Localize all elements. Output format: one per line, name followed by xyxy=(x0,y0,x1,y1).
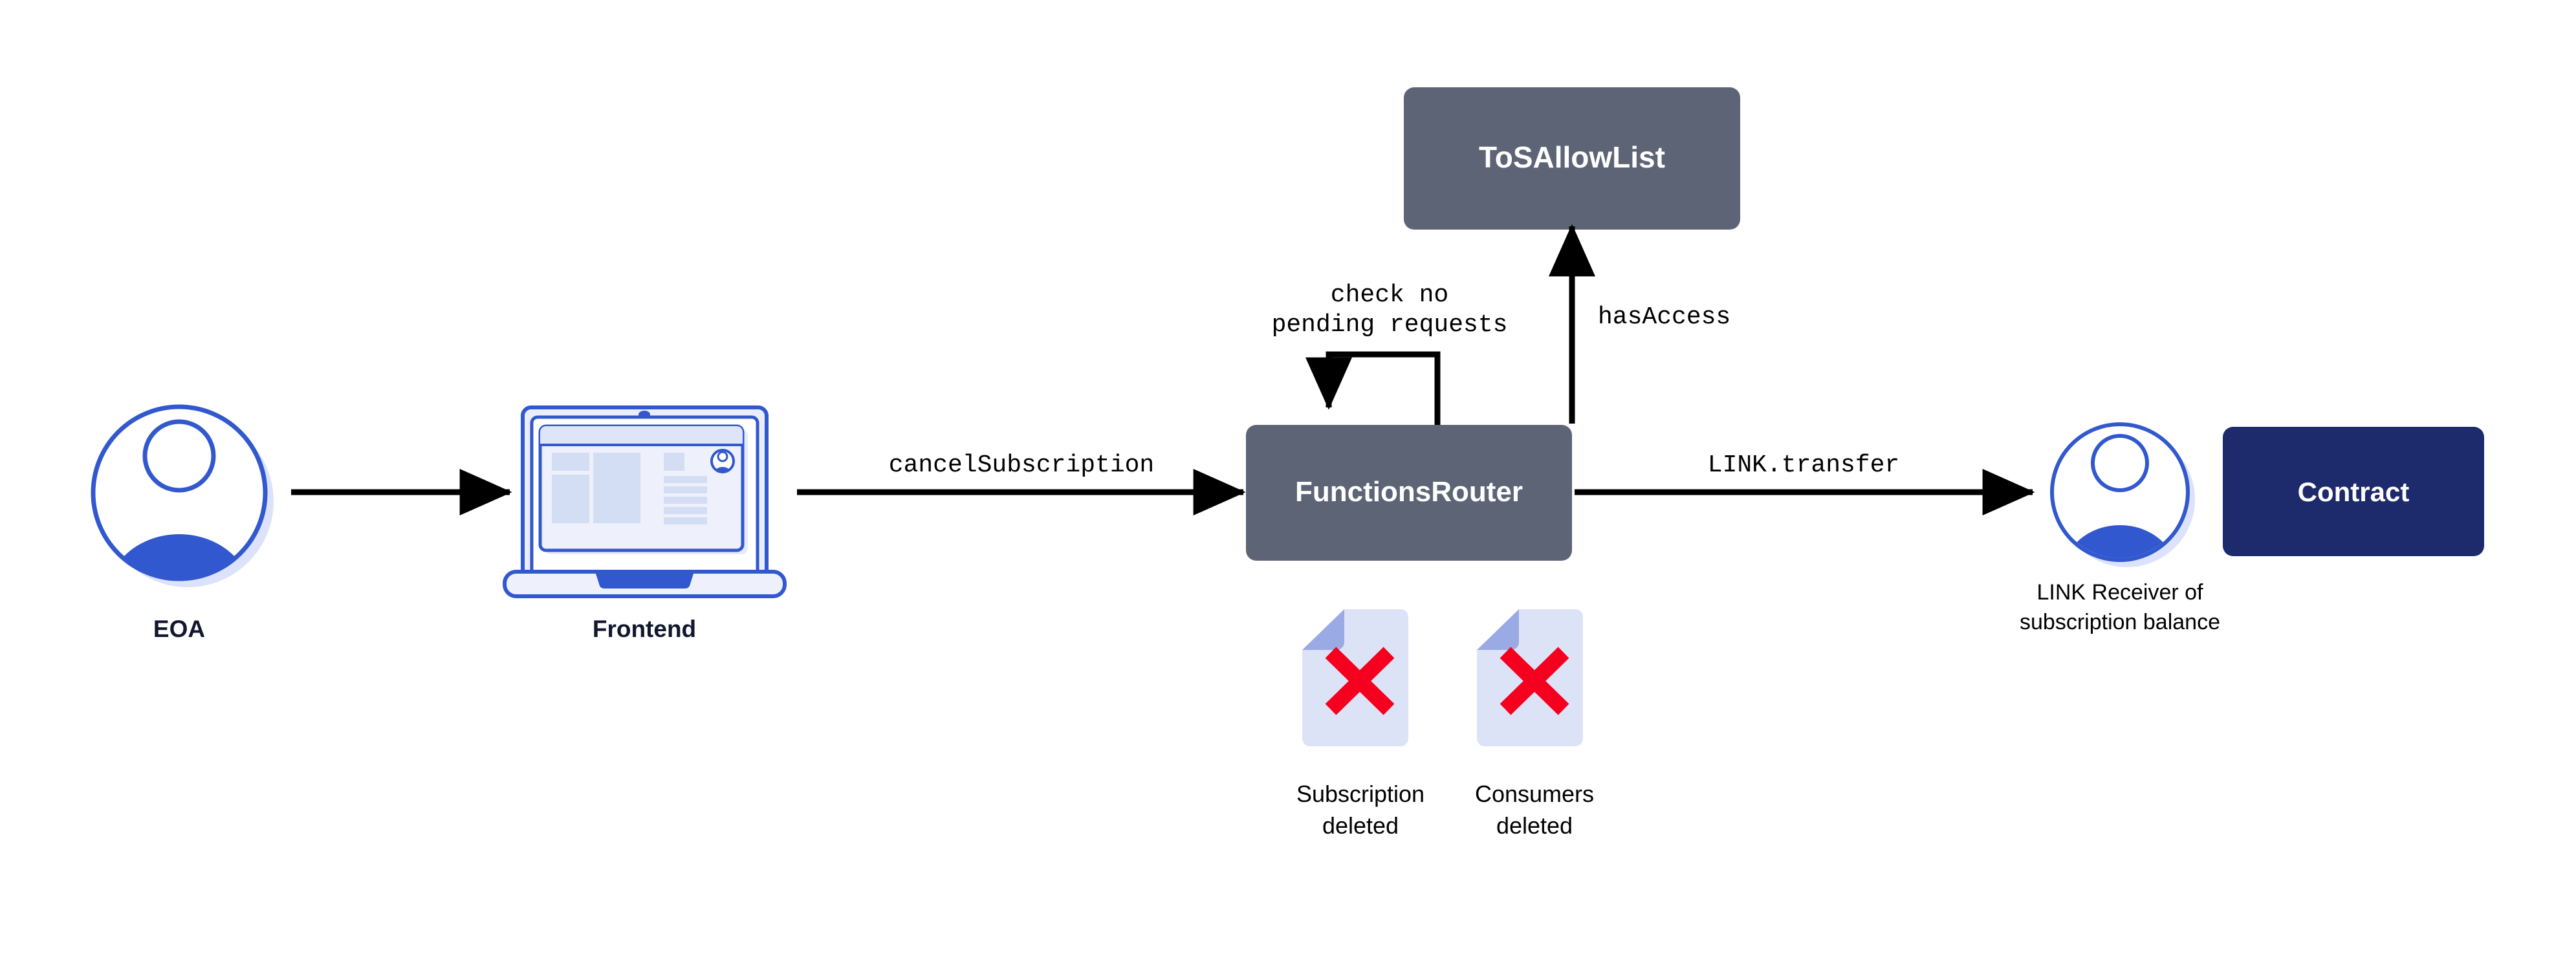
node-functions-router[interactable]: FunctionsRouter xyxy=(1246,425,1572,561)
person-avatar-icon xyxy=(91,404,274,587)
artifact-label-consumers-line1: Consumers xyxy=(1475,781,1594,807)
node-label-tos-allow-list: ToSAllowList xyxy=(1479,140,1665,174)
node-frontend: Frontend xyxy=(503,405,787,642)
edge-label-has-access: hasAccess xyxy=(1598,303,1730,331)
node-label-eoa: EOA xyxy=(153,616,205,642)
artifact-label-subscription-line1: Subscription xyxy=(1296,781,1424,807)
node-contract[interactable]: Contract xyxy=(2223,427,2484,556)
node-label-frontend: Frontend xyxy=(593,616,696,642)
edge-label-link-transfer: LINK.transfer xyxy=(1708,451,1899,479)
person-avatar-icon xyxy=(2050,422,2195,567)
artifact-label-consumers-line2: deleted xyxy=(1496,812,1573,839)
tos-allow-list-box[interactable] xyxy=(1404,87,1740,230)
node-label-link-receiver-line2: subscription balance xyxy=(2020,610,2220,634)
contract-box[interactable] xyxy=(2223,427,2484,556)
edge-frontend-to-router: cancelSubscription xyxy=(797,451,1246,515)
edge-label-check-no-line2: pending requests xyxy=(1272,311,1508,339)
edge-label-check-no-line1: check no xyxy=(1331,281,1448,309)
node-eoa: EOA xyxy=(91,404,274,642)
node-label-link-receiver-line1: LINK Receiver of xyxy=(2037,580,2204,605)
document-deleted-icon xyxy=(1302,609,1408,746)
artifact-consumers-deleted: Consumers deleted xyxy=(1475,609,1594,839)
edge-router-to-receiver: LINK.transfer xyxy=(1575,451,2035,515)
node-label-contract: Contract xyxy=(2298,477,2410,507)
document-deleted-icon xyxy=(1477,609,1583,746)
laptop-browser-icon xyxy=(503,405,787,598)
artifact-subscription-deleted: Subscription deleted xyxy=(1296,609,1424,839)
node-tos-allow-list[interactable]: ToSAllowList xyxy=(1404,87,1740,230)
artifact-label-subscription-line2: deleted xyxy=(1322,812,1399,839)
node-label-functions-router: FunctionsRouter xyxy=(1295,476,1523,508)
functions-router-box[interactable] xyxy=(1246,425,1572,561)
edge-label-cancel-subscription: cancelSubscription xyxy=(889,451,1154,479)
node-link-receiver: LINK Receiver of subscription balance xyxy=(2020,422,2220,634)
edge-router-to-tosallowlist: hasAccess xyxy=(1549,224,1730,424)
edge-router-self-loop: check no pending requests xyxy=(1272,281,1508,425)
